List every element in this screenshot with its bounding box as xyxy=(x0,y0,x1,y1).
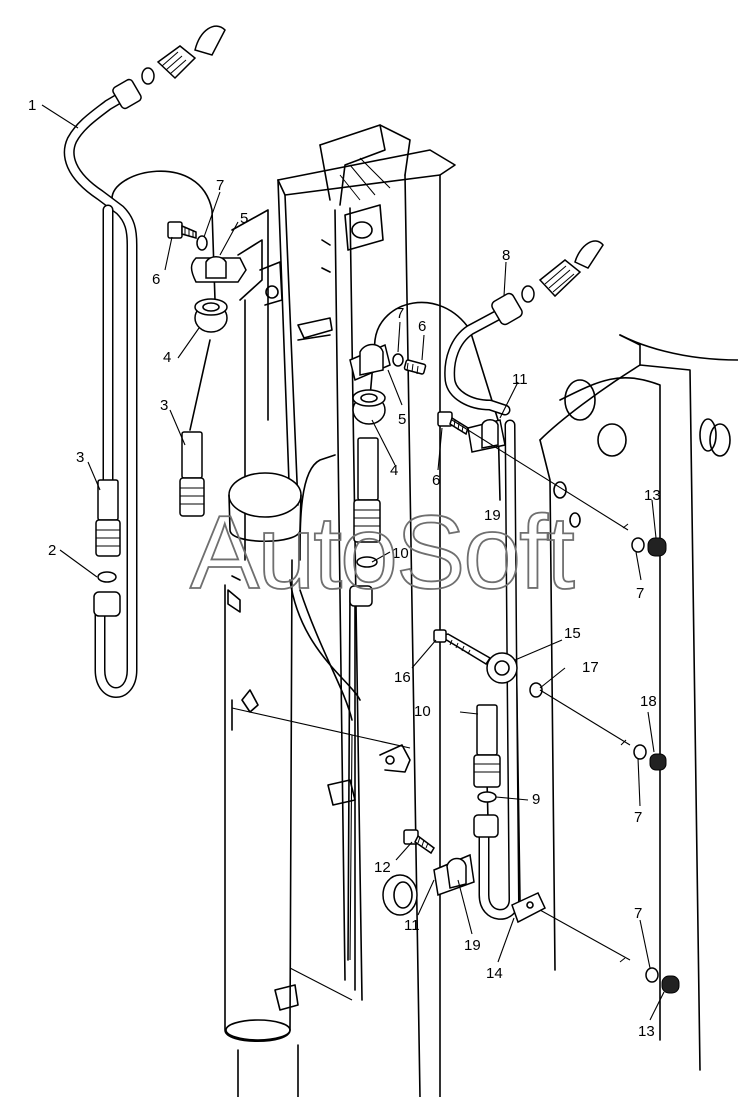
callout-6c: 6 xyxy=(432,472,440,489)
tube-assembly-right xyxy=(403,240,604,924)
callout-4a: 4 xyxy=(163,349,171,366)
tube-assembly-left xyxy=(63,25,226,698)
callout-7c: 7 xyxy=(636,585,644,602)
callout-16: 16 xyxy=(394,669,411,686)
callout-7d: 7 xyxy=(634,809,642,826)
callout-1: 1 xyxy=(28,97,36,114)
callout-9: 9 xyxy=(532,791,540,808)
callout-4b: 4 xyxy=(390,462,398,479)
callout-5a: 5 xyxy=(240,210,248,227)
fastener-parts-right xyxy=(619,523,680,994)
callout-10b: 10 xyxy=(414,703,431,720)
callout-11b: 11 xyxy=(404,917,420,934)
clamp-assembly-left xyxy=(167,221,247,517)
callout-7b: 7 xyxy=(396,305,404,322)
callout-14: 14 xyxy=(486,965,503,982)
assembly-lines xyxy=(231,419,631,1001)
callout-12: 12 xyxy=(374,859,391,876)
callout-11a: 11 xyxy=(512,371,528,388)
callout-8: 8 xyxy=(502,247,510,264)
callout-17: 17 xyxy=(582,659,599,676)
callout-5b: 5 xyxy=(398,411,406,428)
callout-18: 18 xyxy=(640,693,657,710)
clamp-assembly-center xyxy=(349,343,427,607)
callout-3b: 3 xyxy=(160,397,168,414)
callout-2: 2 xyxy=(48,542,56,559)
callout-labels: 1 2 3 3 4 4 5 5 6 6 6 7 7 7 7 7 8 9 10 1… xyxy=(28,97,661,1040)
callout-19b: 19 xyxy=(464,937,481,954)
mast-frame xyxy=(224,124,738,1097)
callout-7e: 7 xyxy=(634,905,642,922)
callout-6a: 6 xyxy=(152,271,160,288)
callout-leaders xyxy=(41,104,665,1021)
callout-13a: 13 xyxy=(644,487,661,504)
callout-13b: 13 xyxy=(638,1023,655,1040)
callout-6b: 6 xyxy=(418,318,426,335)
callout-15: 15 xyxy=(564,625,581,642)
callout-7a: 7 xyxy=(216,177,224,194)
callout-3a: 3 xyxy=(76,449,84,466)
callout-10a: 10 xyxy=(392,545,409,562)
callout-19a: 19 xyxy=(484,507,501,524)
watermark-text: AutoSoft xyxy=(190,495,575,611)
